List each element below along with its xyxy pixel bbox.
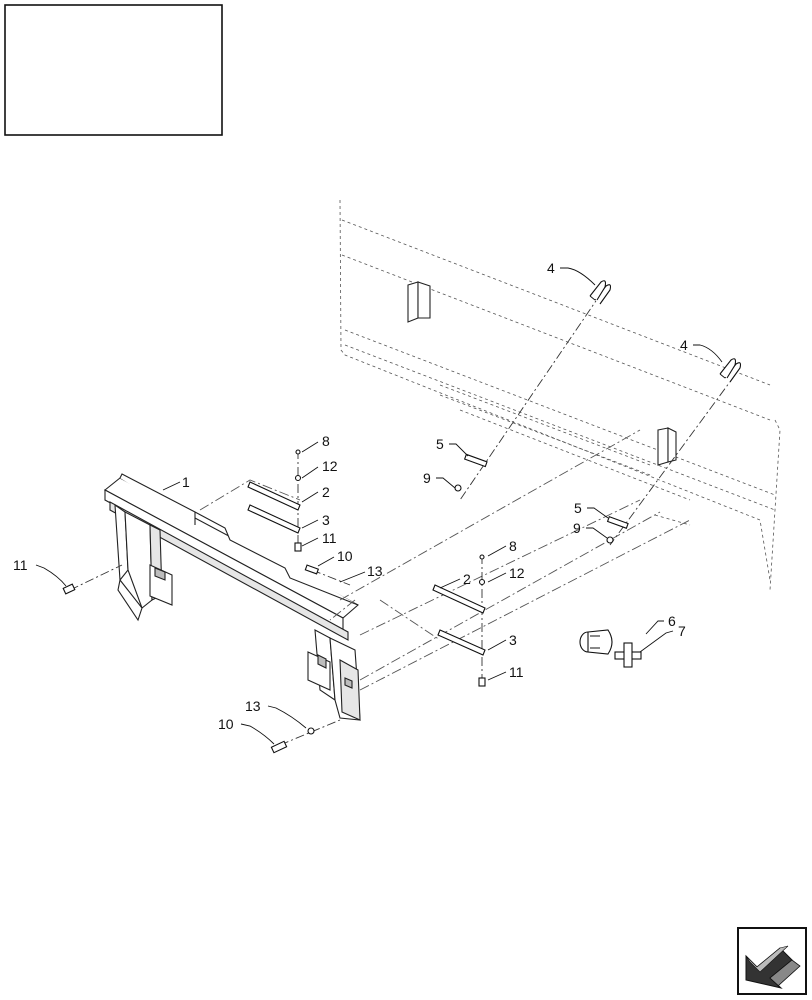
nut-part-9-lower [606,536,614,544]
washer-part-13-lower [307,727,315,735]
washer-part-12-upper [294,474,302,482]
pin-part-5-lower [606,515,629,529]
bolt-part-11-lower [478,677,486,687]
callout-1: 1 [182,474,190,490]
callout-9-lower: 9 [573,520,581,536]
callout-3-lower: 3 [509,632,517,648]
callout-13-upper: 13 [367,563,383,579]
callout-11-upper: 11 [322,530,337,546]
callout-8-upper: 8 [322,433,330,449]
machine-panel-phantom [339,199,781,591]
bolt-head-part-8-lower [479,554,485,560]
callout-12-upper: 12 [322,458,338,474]
bolt-part-11-upper [294,542,302,552]
callout-5-lower: 5 [574,500,582,516]
callout-11-left: 11 [13,557,28,573]
callout-8-lower: 8 [509,538,517,554]
callout-4-upper: 4 [547,260,555,276]
previous-page-arrow-icon[interactable] [737,927,807,995]
cross-joint-part-7 [614,642,642,668]
callout-2-upper: 2 [322,484,330,500]
mounting-frame-part-1 [104,473,361,721]
plate-part-3-lower [437,629,486,656]
title-box [4,4,223,136]
nut-part-9-upper [454,484,462,492]
plate-part-2-lower [432,584,486,614]
callout-3-upper: 3 [322,512,330,528]
callout-9-upper: 9 [423,470,431,486]
callout-labels: 1 4 4 5 9 5 9 8 12 2 3 11 10 13 11 8 12 … [13,260,688,732]
callout-11-lower: 11 [509,664,524,680]
callout-5-upper: 5 [436,436,444,452]
bolt-part-10-upper [304,564,320,575]
callout-6: 6 [668,613,676,629]
callout-4-lower: 4 [680,337,688,353]
callout-2-lower: 2 [463,571,471,587]
washer-part-12-lower [478,578,486,586]
callout-10-lower: 10 [218,716,234,732]
bolt-head-part-8-upper [295,449,301,455]
plate-part-2-upper [247,481,301,511]
callout-12-lower: 12 [509,565,525,581]
callout-10-upper: 10 [337,548,353,564]
leader-lines [35,267,723,745]
bolt-part-10-lower [270,740,288,754]
u-bolt-part-4-lower [719,358,742,383]
u-bolt-part-4-upper [589,280,612,305]
callout-13-lower: 13 [245,698,261,714]
callout-7: 7 [678,623,686,639]
pin-part-5-upper [463,453,488,468]
yoke-part-6 [579,629,613,655]
bolt-part-11-left [62,583,76,595]
plate-part-3-upper [247,504,301,534]
